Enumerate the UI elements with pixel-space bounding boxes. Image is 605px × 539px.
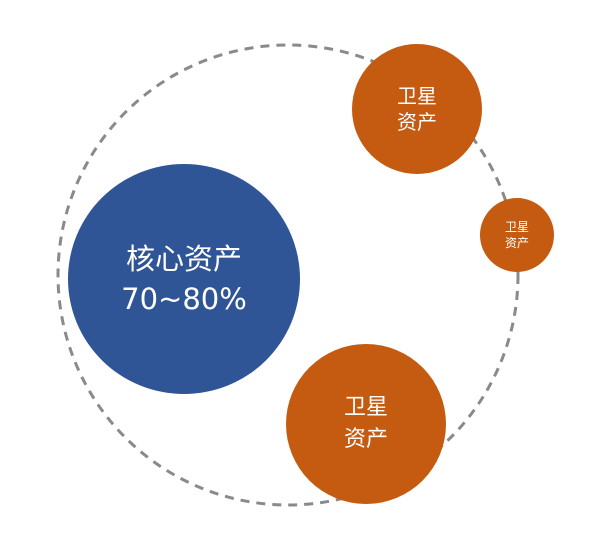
core-assets-percentage: 70~80% (121, 282, 247, 316)
satellite-label-line2: 资产 (504, 236, 529, 250)
satellite-label-line1: 卫星 (343, 395, 388, 420)
core-assets-circle: 核心资产 70~80% (68, 164, 300, 394)
satellite-assets-circle-top: 卫星 资产 (352, 44, 482, 174)
satellite-assets-circle-bottom: 卫星 资产 (286, 344, 446, 504)
satellite-label-line2: 资产 (343, 427, 388, 452)
core-assets-label: 核心资产 (125, 242, 242, 276)
satellite-label-line2: 资产 (397, 110, 437, 134)
satellite-label-line1: 卫星 (504, 220, 529, 234)
satellite-label-line1: 卫星 (397, 84, 437, 108)
orbit-circle (56, 43, 520, 507)
satellite-assets-circle-small: 卫星 资产 (480, 198, 554, 272)
